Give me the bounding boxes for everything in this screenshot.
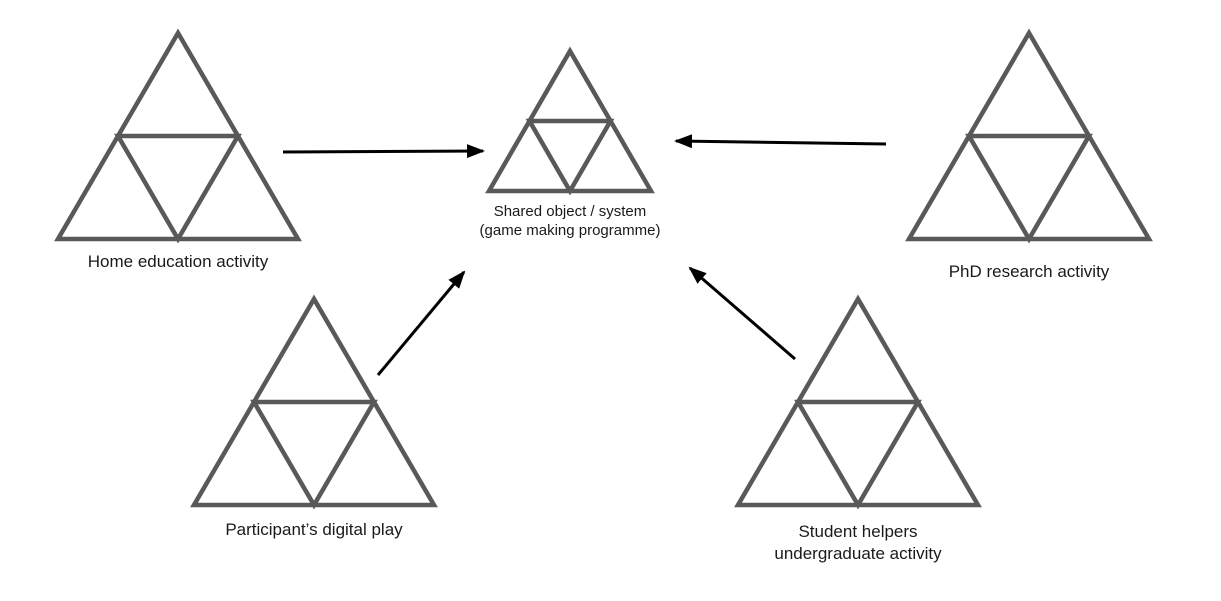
node-label-home-education: Home education activity — [87, 252, 269, 271]
triangle-inner — [965, 133, 1093, 244]
arrow-participant-to-shared — [376, 270, 466, 376]
triangle-inner — [525, 118, 615, 196]
activity-triangle-icon — [190, 294, 438, 510]
activity-triangle-icon — [734, 294, 982, 510]
node-label-participants-play: Participant’s digital play — [225, 520, 403, 539]
node-label-student-helpers: Student helpers undergraduate activity — [774, 522, 942, 564]
triangle-inner — [250, 399, 378, 510]
node-phd-research-activity: PhD research activity — [905, 28, 1153, 281]
activity-triangle-icon — [485, 46, 655, 196]
triangle-inner — [794, 399, 922, 510]
arrow-home-to-shared — [282, 144, 485, 159]
node-shared-object-system: Shared object / system (game making prog… — [480, 46, 660, 239]
triangle-inner — [114, 133, 242, 244]
arrow-phd-to-shared — [674, 134, 887, 149]
arrow-student-to-shared — [688, 266, 796, 361]
node-student-helpers-activity: Student helpers undergraduate activity — [734, 294, 982, 563]
node-label-phd-research: PhD research activity — [948, 262, 1110, 281]
node-home-education-activity: Home education activity — [54, 28, 302, 271]
node-label-shared-object: Shared object / system (game making prog… — [479, 203, 661, 240]
node-participants-digital-play: Participant’s digital play — [190, 294, 438, 539]
activity-triangle-icon — [905, 28, 1153, 244]
activity-triangle-icon — [54, 28, 302, 244]
